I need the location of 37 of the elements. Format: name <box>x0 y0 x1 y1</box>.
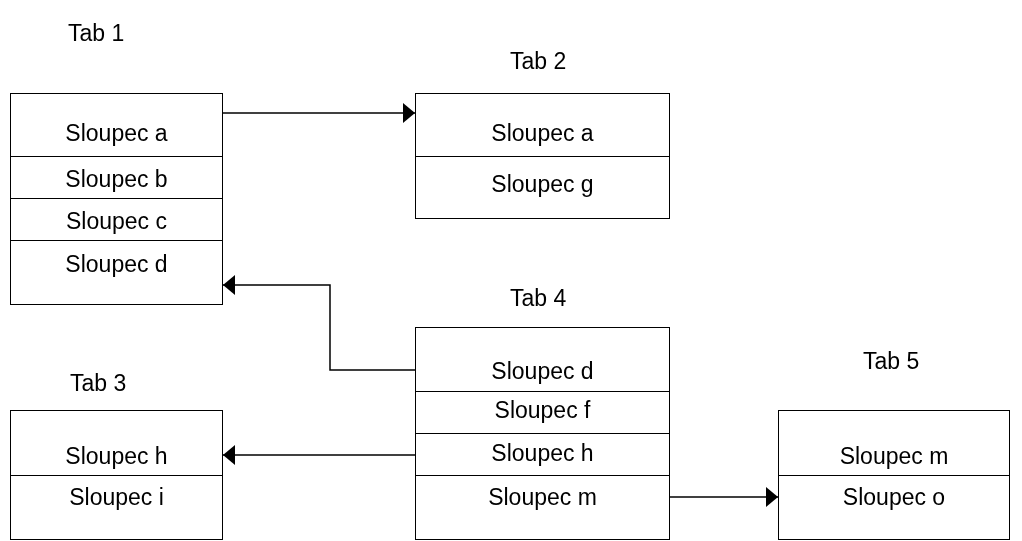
arrow <box>222 275 416 371</box>
column-name: Sloupec d <box>64 250 169 277</box>
table-row <box>415 474 670 540</box>
table-row <box>778 474 1010 540</box>
table-row <box>10 155 223 199</box>
table-title: Tab 1 <box>68 20 125 46</box>
column-name: Sloupec a <box>490 120 595 146</box>
column-name: Sloupec h <box>64 443 169 469</box>
table-row <box>10 197 223 241</box>
arrow <box>222 103 416 123</box>
column-name: Sloupec f <box>493 396 592 423</box>
table-row <box>415 327 670 392</box>
column-name: Sloupec m <box>838 443 950 469</box>
table-title: Tab 3 <box>70 370 127 396</box>
table-row <box>415 155 670 219</box>
table-title: Tab 4 <box>510 285 567 311</box>
column-name: Sloupec b <box>64 165 169 192</box>
table-title: Tab 2 <box>510 48 567 74</box>
table-row <box>778 410 1010 476</box>
arrow <box>222 445 416 465</box>
column-name: Sloupec d <box>490 358 595 384</box>
table-row <box>415 93 670 157</box>
column-name: Sloupec h <box>490 439 595 466</box>
table-row <box>10 410 223 476</box>
table-row <box>415 390 670 434</box>
column-name: Sloupec i <box>68 483 165 510</box>
column-name: Sloupec c <box>65 207 168 234</box>
table-row <box>10 474 223 540</box>
column-name: Sloupec m <box>487 483 598 510</box>
column-name: Sloupec o <box>841 483 947 510</box>
column-name: Sloupec g <box>490 170 595 197</box>
table-row <box>10 239 223 305</box>
table-title: Tab 5 <box>863 348 920 374</box>
table-row <box>415 432 670 476</box>
column-name: Sloupec a <box>64 120 169 146</box>
arrow <box>669 487 779 507</box>
table-row <box>10 93 223 157</box>
